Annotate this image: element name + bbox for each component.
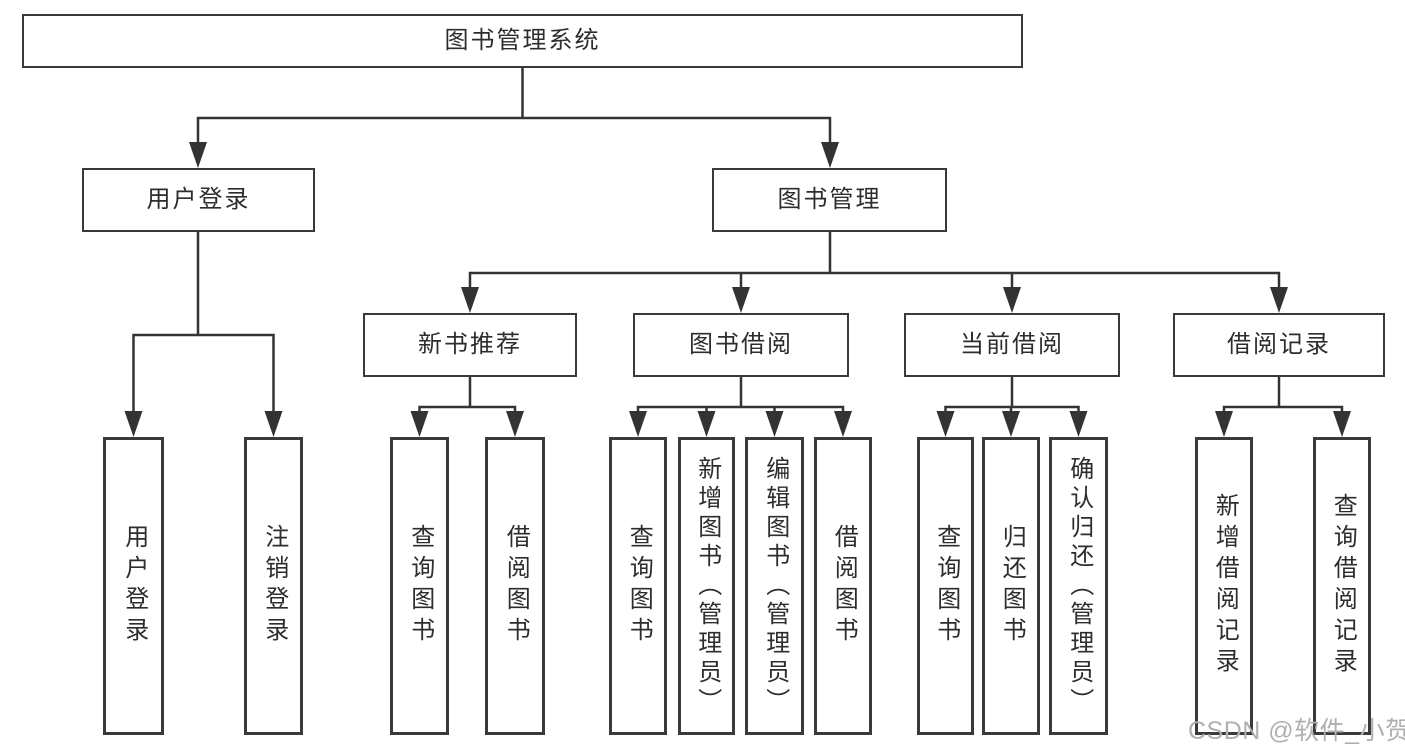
connector-current-borrow-subtree — [936, 377, 1088, 437]
csdn-watermark: CSDN @软件_小贺同学 — [1188, 717, 1405, 745]
leaf-query-books-current: 查询图书 — [917, 437, 974, 735]
node-borrowing-records: 借阅记录 — [1173, 313, 1385, 377]
leaf-query-books-borrow: 查询图书 — [609, 437, 667, 735]
node-book-management: 图书管理 — [712, 168, 947, 232]
leaf-confirm-return-admin: 确认归还（管理员） — [1049, 437, 1108, 735]
node-new-book-recommend: 新书推荐 — [363, 313, 577, 377]
connector-root-to-level2 — [189, 68, 839, 168]
leaf-borrow-books-borrow: 借阅图书 — [814, 437, 872, 735]
leaf-borrow-books-newbook: 借阅图书 — [485, 437, 545, 735]
leaf-return-books: 归还图书 — [982, 437, 1040, 735]
leaf-add-book-admin: 新增图书（管理员） — [678, 437, 735, 735]
connector-borrow-records-subtree — [1215, 377, 1351, 437]
connector-user-login-subtree — [124, 232, 283, 437]
connector-book-borrow-subtree — [629, 377, 852, 437]
leaf-query-books-newbook: 查询图书 — [390, 437, 449, 735]
connector-book-mgmt-to-level3 — [461, 232, 1288, 313]
leaf-add-borrow-record: 新增借阅记录 — [1195, 437, 1253, 735]
node-current-borrowing: 当前借阅 — [904, 313, 1120, 377]
leaf-logout: 注销登录 — [244, 437, 303, 735]
node-root-library-system: 图书管理系统 — [22, 14, 1023, 68]
leaf-edit-book-admin: 编辑图书（管理员） — [745, 437, 804, 735]
node-book-borrowing: 图书借阅 — [633, 313, 849, 377]
leaf-query-borrow-record: 查询借阅记录 — [1313, 437, 1371, 735]
connector-new-book-subtree — [410, 377, 524, 437]
node-user-login: 用户登录 — [82, 168, 315, 232]
leaf-user-login: 用户登录 — [103, 437, 164, 735]
